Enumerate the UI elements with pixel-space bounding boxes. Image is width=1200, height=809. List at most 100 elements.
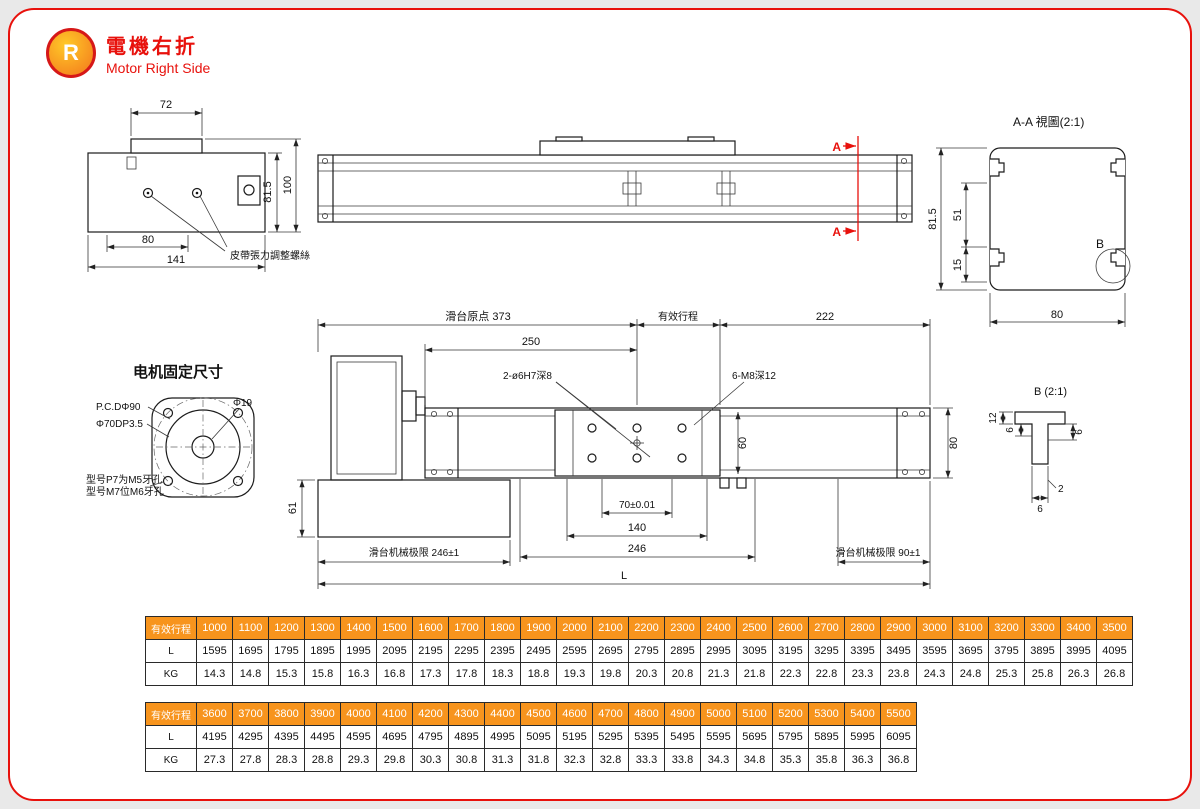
dim-51: 51 xyxy=(952,209,964,221)
table-cell: 5695 xyxy=(736,725,773,749)
table-cell: 1995 xyxy=(340,639,377,663)
table-cell: 35.3 xyxy=(772,748,809,772)
dim-6-right: 6 xyxy=(1074,429,1085,435)
table-cell: 25.8 xyxy=(1024,662,1061,686)
title-zh: 電機右折 xyxy=(106,36,198,58)
dim-2: 2 xyxy=(1058,484,1064,495)
table-cell: 18.8 xyxy=(520,662,557,686)
table-cell: 1600 xyxy=(412,616,449,640)
pcd-label: P.C.DΦ90 xyxy=(96,402,141,413)
page-title: 電機右折 Motor Right Side xyxy=(106,30,210,76)
table-cell: 3500 xyxy=(1096,616,1133,640)
table-cell: 3995 xyxy=(1060,639,1097,663)
table-cell: 3695 xyxy=(952,639,989,663)
table-cell: 5200 xyxy=(772,702,809,726)
table-cell: 2495 xyxy=(520,639,557,663)
table-cell: 3600 xyxy=(196,702,233,726)
table-cell: 有效行程 xyxy=(145,616,197,640)
table-cell: 26.3 xyxy=(1060,662,1097,686)
table-cell: 4500 xyxy=(520,702,557,726)
motor-mount-view: 电机固定尺寸 P.C.DΦ90 Φ19 Φ70DP3.5 型号P7为M5牙孔 型… xyxy=(86,363,255,498)
origin-dim-label: 滑台原点 373 xyxy=(445,309,510,323)
thread-note-2: 型号M7位M6牙孔 xyxy=(86,485,164,498)
aa-plate xyxy=(989,147,1126,291)
table-cell: 3200 xyxy=(988,616,1025,640)
table-cell: 28.8 xyxy=(304,748,341,772)
section-a-label-bottom: A xyxy=(832,225,841,239)
table-cell: 35.8 xyxy=(808,748,845,772)
table-cell: 34.8 xyxy=(736,748,773,772)
table-cell: 1300 xyxy=(304,616,341,640)
table-cell: 2295 xyxy=(448,639,485,663)
dim-60: 60 xyxy=(737,437,749,449)
technical-drawing: 皮帶張力調整螺絲 72 100 81.5 80 141 xyxy=(86,99,1131,589)
carriage-side xyxy=(539,140,736,156)
flange-plate xyxy=(151,397,255,498)
dim-80: 80 xyxy=(1051,309,1063,321)
table-cell: 23.8 xyxy=(880,662,917,686)
table-cell: KG xyxy=(145,748,197,772)
table-cell: 2395 xyxy=(484,639,521,663)
table-cell: 3100 xyxy=(952,616,989,640)
table-cell: 4395 xyxy=(268,725,305,749)
dim-140: 140 xyxy=(628,522,646,534)
table-cell: 3800 xyxy=(268,702,305,726)
table-cell: 4695 xyxy=(376,725,413,749)
table-cell: 36.8 xyxy=(880,748,917,772)
table-cell: 3795 xyxy=(988,639,1025,663)
belt-screw-icon xyxy=(142,187,154,199)
table-cell: 2200 xyxy=(628,616,665,640)
table-cell: 22.3 xyxy=(772,662,809,686)
table-cell: 2000 xyxy=(556,616,593,640)
motor-body xyxy=(330,355,403,481)
table-cell: 2400 xyxy=(700,616,737,640)
table-cell: 5000 xyxy=(700,702,737,726)
table-cell: 2095 xyxy=(376,639,413,663)
t-slot-profile xyxy=(1014,411,1066,465)
table-cell: 4700 xyxy=(592,702,629,726)
table-cell: 3900 xyxy=(304,702,341,726)
dim-L: L xyxy=(621,570,627,582)
b-detail-view: B (2:1) 12 6 6 2 6 xyxy=(988,386,1085,515)
table-cell: 5500 xyxy=(880,702,917,726)
belt-screw-icon xyxy=(191,187,203,199)
table-cell: 36.3 xyxy=(844,748,881,772)
table-cell: 21.8 xyxy=(736,662,773,686)
table-cell: 24.3 xyxy=(916,662,953,686)
table-cell: 33.8 xyxy=(664,748,701,772)
dim-222: 222 xyxy=(816,311,834,323)
table-cell: 1700 xyxy=(448,616,485,640)
table-cell: 4295 xyxy=(232,725,269,749)
table-cell: 2300 xyxy=(664,616,701,640)
motor-end-view: 皮帶張力調整螺絲 72 100 81.5 80 141 xyxy=(87,99,310,272)
table-cell: 5995 xyxy=(844,725,881,749)
table-cell: 5795 xyxy=(772,725,809,749)
table-cell: 27.3 xyxy=(196,748,233,772)
table-cell: 2995 xyxy=(700,639,737,663)
dim-81-5: 81.5 xyxy=(262,181,274,202)
table-cell: 32.8 xyxy=(592,748,629,772)
table-cell: 4895 xyxy=(448,725,485,749)
table-cell: 4095 xyxy=(1096,639,1133,663)
table-cell: 4995 xyxy=(484,725,521,749)
table-cell: 1200 xyxy=(268,616,305,640)
table-cell: 5300 xyxy=(808,702,845,726)
dim-141: 141 xyxy=(167,254,185,266)
table-cell: 2795 xyxy=(628,639,665,663)
table-cell: 3700 xyxy=(232,702,269,726)
table-cell: 1800 xyxy=(484,616,521,640)
table-cell: 3300 xyxy=(1024,616,1061,640)
table-cell: 6095 xyxy=(880,725,917,749)
table-cell: 5595 xyxy=(700,725,737,749)
table-cell: 22.8 xyxy=(808,662,845,686)
table-cell: 2895 xyxy=(664,639,701,663)
aa-view-title: A-A 視圖(2:1) xyxy=(1013,114,1084,129)
belt-tension-note: 皮帶張力調整螺絲 xyxy=(230,249,310,262)
table-cell: 4795 xyxy=(412,725,449,749)
table-cell: 34.3 xyxy=(700,748,737,772)
table-cell: 3595 xyxy=(916,639,953,663)
table-cell: 19.8 xyxy=(592,662,629,686)
table-cell: 5195 xyxy=(556,725,593,749)
plan-view: 滑台原点 373 有效行程 222 250 2-ø6H7深8 6-M8深12 6… xyxy=(287,309,960,589)
